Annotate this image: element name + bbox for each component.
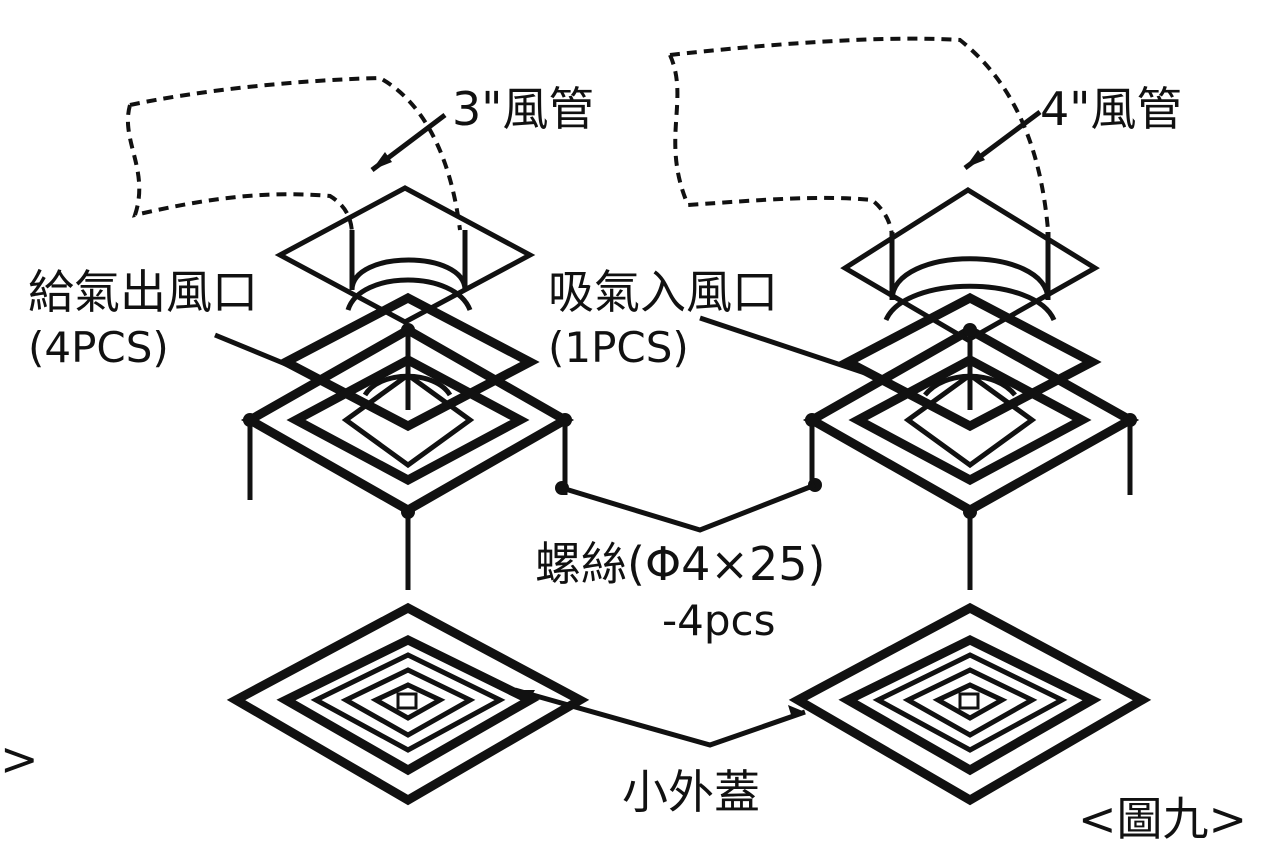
right-screw-head-4 xyxy=(963,505,977,519)
leader-lines xyxy=(214,109,1042,748)
right-assembly xyxy=(668,36,1152,806)
left-screw-head-1 xyxy=(401,323,415,337)
left-small-cover xyxy=(226,602,590,806)
right-duct-outline xyxy=(668,36,1050,239)
right-duct-collar xyxy=(883,232,1057,322)
screw-label: 螺絲(Φ4×25) xyxy=(535,537,825,591)
small-cover-label: 小外蓋 xyxy=(622,765,760,819)
right-inlet-top-frame xyxy=(838,292,1102,432)
right-small-cover xyxy=(788,602,1152,806)
intake-inlet-label: 吸氣入風口 xyxy=(548,265,778,319)
left-outlet-top-frame xyxy=(276,292,540,432)
right-screw-head-1 xyxy=(963,323,977,337)
left-duct-collar xyxy=(345,230,473,312)
left-outlet-pyramid xyxy=(341,371,475,469)
duct-right-label: 4"風管 xyxy=(1040,82,1182,136)
right-screw-head-3 xyxy=(1123,413,1137,427)
right-inlet-pyramid xyxy=(903,371,1037,469)
supply-outlet-label: 給氣出風口 xyxy=(28,265,258,319)
left-screw-head-2 xyxy=(243,413,257,427)
left-screw-head-3 xyxy=(558,413,572,427)
left-outlet-frame-inner xyxy=(286,354,530,486)
left-assembly xyxy=(125,75,590,806)
edge-fragment: > xyxy=(0,732,39,786)
screw-qty: -4pcs xyxy=(662,596,776,645)
figure-ref-label: <圖九> xyxy=(1078,792,1247,844)
left-duct-outline xyxy=(125,75,462,236)
supply-outlet-qty: (4PCS) xyxy=(28,323,169,372)
duct-left-label: 3"風管 xyxy=(452,82,594,136)
right-inlet-frame-inner xyxy=(848,354,1092,486)
left-screw-head-4 xyxy=(401,505,415,519)
left-duct-flange xyxy=(274,185,536,325)
intake-inlet-qty: (1PCS) xyxy=(548,323,689,372)
right-duct-flange xyxy=(840,187,1100,343)
right-screw-head-2 xyxy=(805,413,819,427)
